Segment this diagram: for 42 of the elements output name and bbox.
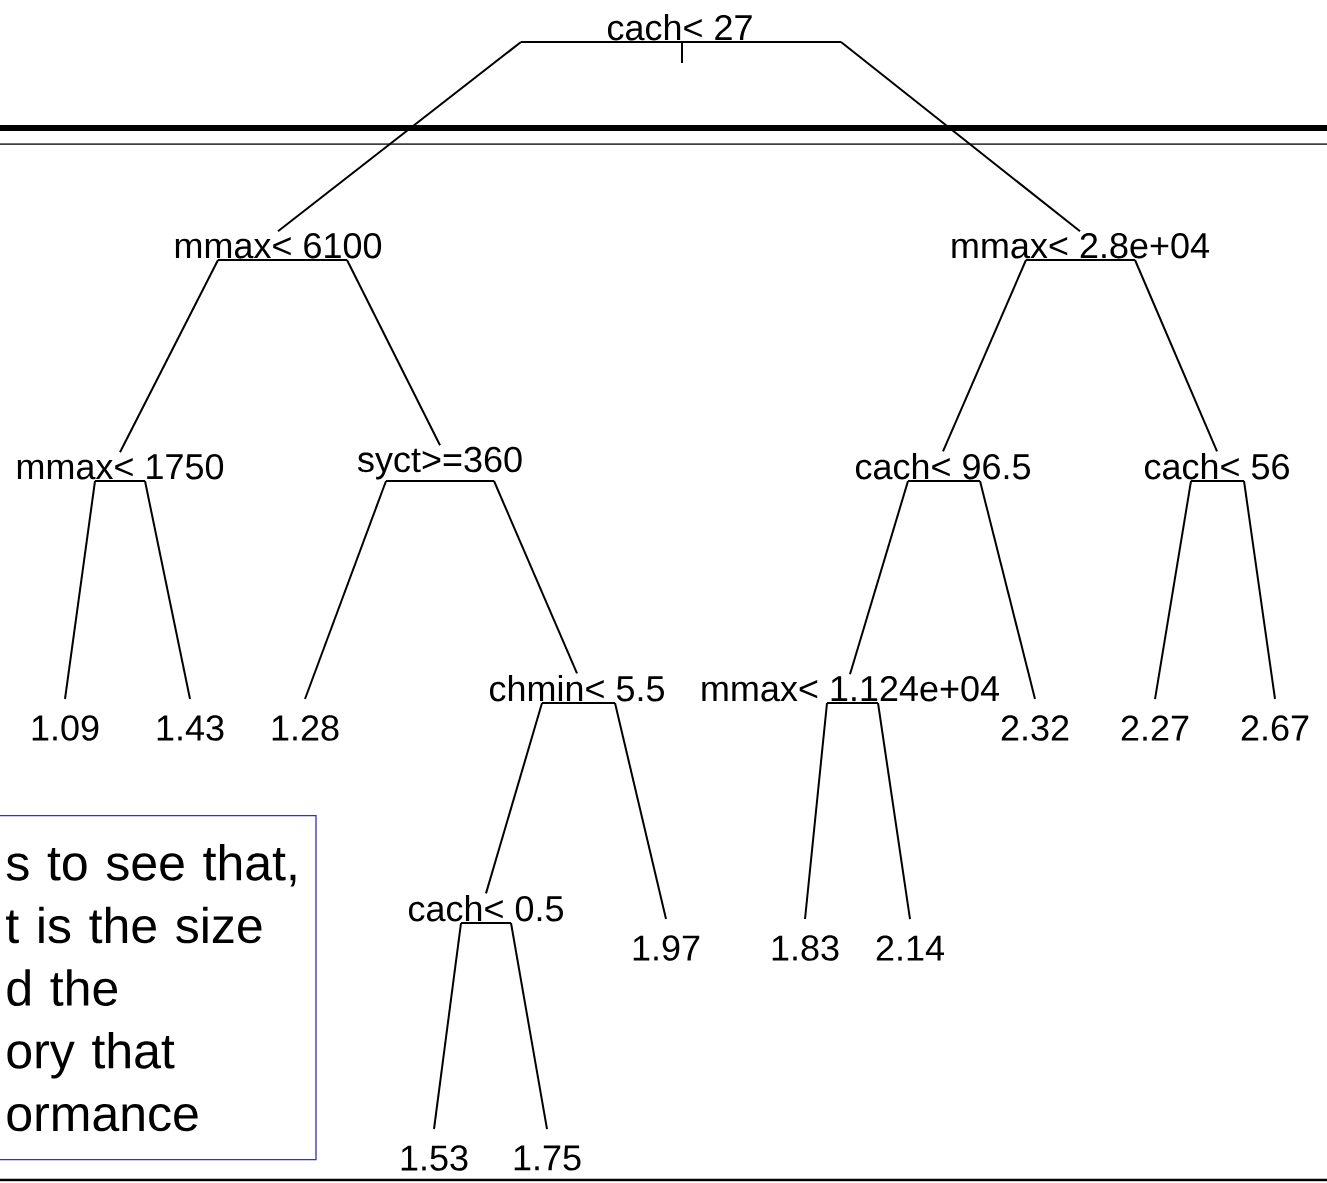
split-label: mmax< 2.8e+04 bbox=[952, 232, 1209, 259]
leaf-value: 1.53 bbox=[401, 1145, 468, 1171]
split-label: mmax< 6100 bbox=[175, 232, 382, 259]
tree-branch bbox=[346, 259, 441, 447]
tree-branch bbox=[510, 922, 548, 1131]
tree-branch bbox=[304, 480, 387, 700]
split-label: mmax< 1.124e+04 bbox=[702, 675, 999, 702]
leaf-value: 1.75 bbox=[514, 1145, 581, 1171]
split-label: cach< 27 bbox=[608, 13, 752, 41]
text-box: s to see that, t is the size d the ory that ormance bbox=[0, 815, 317, 1161]
leaf-value: 1.83 bbox=[772, 935, 839, 961]
tree-branch bbox=[979, 480, 1036, 700]
leaf-value: 1.43 bbox=[157, 715, 224, 741]
tree-branch bbox=[144, 480, 191, 700]
tree-branch bbox=[840, 41, 1081, 233]
split-label: syct>=360 bbox=[357, 446, 522, 480]
tree-branch bbox=[804, 702, 828, 920]
tree-branch bbox=[119, 259, 219, 454]
leaf-value: 2.67 bbox=[1241, 715, 1309, 741]
tree-branch bbox=[64, 480, 96, 700]
tree-branch bbox=[1154, 480, 1192, 701]
tree-branch bbox=[1134, 259, 1218, 453]
tree-branch bbox=[942, 259, 1027, 453]
tree-branch bbox=[277, 41, 522, 233]
leaf-value: 1.97 bbox=[633, 935, 700, 961]
tree-branch bbox=[1243, 480, 1276, 700]
split-label: cach< 56 bbox=[1145, 452, 1289, 480]
tree-branch bbox=[877, 702, 911, 921]
tree-branch bbox=[849, 480, 909, 676]
tree-branch bbox=[614, 702, 667, 920]
leaf-value: 2.32 bbox=[1001, 715, 1069, 741]
split-label: cach< 96.5 bbox=[855, 452, 1030, 480]
tree-branch bbox=[485, 702, 543, 895]
leaf-value: 2.14 bbox=[876, 935, 944, 961]
split-label: cach< 0.5 bbox=[409, 894, 563, 922]
split-label: chmin< 5.5 bbox=[490, 674, 664, 702]
split-label: mmax< 1750 bbox=[17, 453, 224, 480]
tree-branch bbox=[433, 922, 462, 1130]
leaf-value: 1.28 bbox=[272, 715, 339, 741]
leaf-value: 2.27 bbox=[1121, 715, 1189, 741]
tree-branch bbox=[493, 480, 578, 675]
leaf-value: 1.09 bbox=[32, 715, 99, 741]
